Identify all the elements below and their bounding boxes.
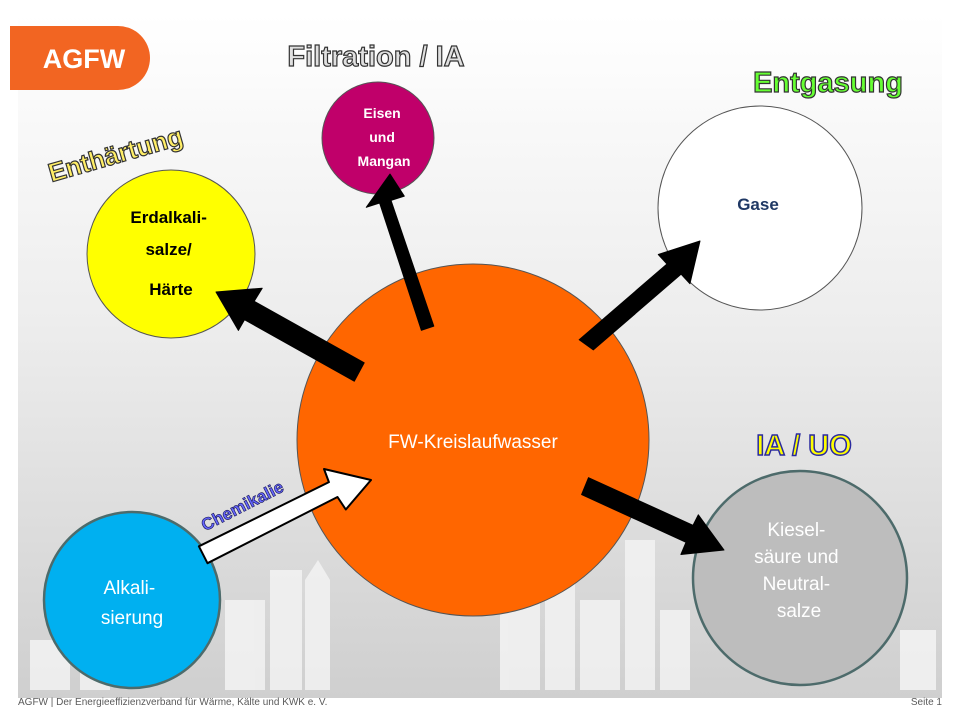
node-gase-line-1: Gase xyxy=(737,195,779,214)
node-eisen-text: Eisen und Mangan xyxy=(358,105,411,169)
circle-alkali xyxy=(42,510,222,690)
node-alkali-text: Alkali- sierung xyxy=(101,578,163,629)
node-center-line-1: FW-Kreislaufwasser xyxy=(388,432,558,453)
node-alkali-line-1: Alkali- xyxy=(103,578,155,599)
agfw-logo-text: AGFW xyxy=(43,44,126,74)
node-kiesel-line-2: säure und xyxy=(754,547,839,568)
circle-gase xyxy=(657,105,863,311)
node-kiesel-line-4: salze xyxy=(777,601,821,622)
node-kiesel-text: Kiesel- säure und Neutral- salze xyxy=(754,520,844,622)
node-erdalkali-line-2: salze/ xyxy=(145,240,192,259)
node-eisen-line-1: Eisen xyxy=(363,105,400,121)
node-erdalkali-text: Erdalkali- salze/ Härte xyxy=(130,208,211,299)
node-gase-text: Gase xyxy=(737,195,779,214)
arrow-to-gase xyxy=(578,240,701,351)
node-erdalkali-line-1: Erdalkali- xyxy=(130,208,207,227)
node-eisen-line-2: und xyxy=(369,129,395,145)
agfw-logo-badge xyxy=(10,26,150,90)
circle-kiesel xyxy=(691,469,909,687)
circle-center xyxy=(296,263,650,617)
node-kiesel-line-3: Neutral- xyxy=(763,574,831,595)
node-kiesel-line-1: Kiesel- xyxy=(767,520,825,541)
title-entgasung: Entgasung xyxy=(753,67,903,99)
arrow-to-erdalkali xyxy=(215,287,365,382)
arrow-to-kiesel xyxy=(581,477,725,555)
node-alkali-line-2: sierung xyxy=(101,608,163,629)
node-eisen-line-3: Mangan xyxy=(358,153,411,169)
arrow-to-eisen xyxy=(365,173,435,331)
title-ia-uo: IA / UO xyxy=(756,430,852,462)
footer-organization: AGFW | Der Energieeffizienzverband für W… xyxy=(18,697,328,708)
node-erdalkali-line-3: Härte xyxy=(149,280,192,299)
arrow-chemikalie xyxy=(197,468,372,565)
title-filtration: Filtration / IA xyxy=(287,41,464,73)
node-center-text: FW-Kreislaufwasser xyxy=(388,432,558,453)
agfw-logo: AGFW xyxy=(10,26,150,90)
footer-page-number: Seite 1 xyxy=(910,697,942,708)
circle-erdalkali xyxy=(86,169,256,339)
